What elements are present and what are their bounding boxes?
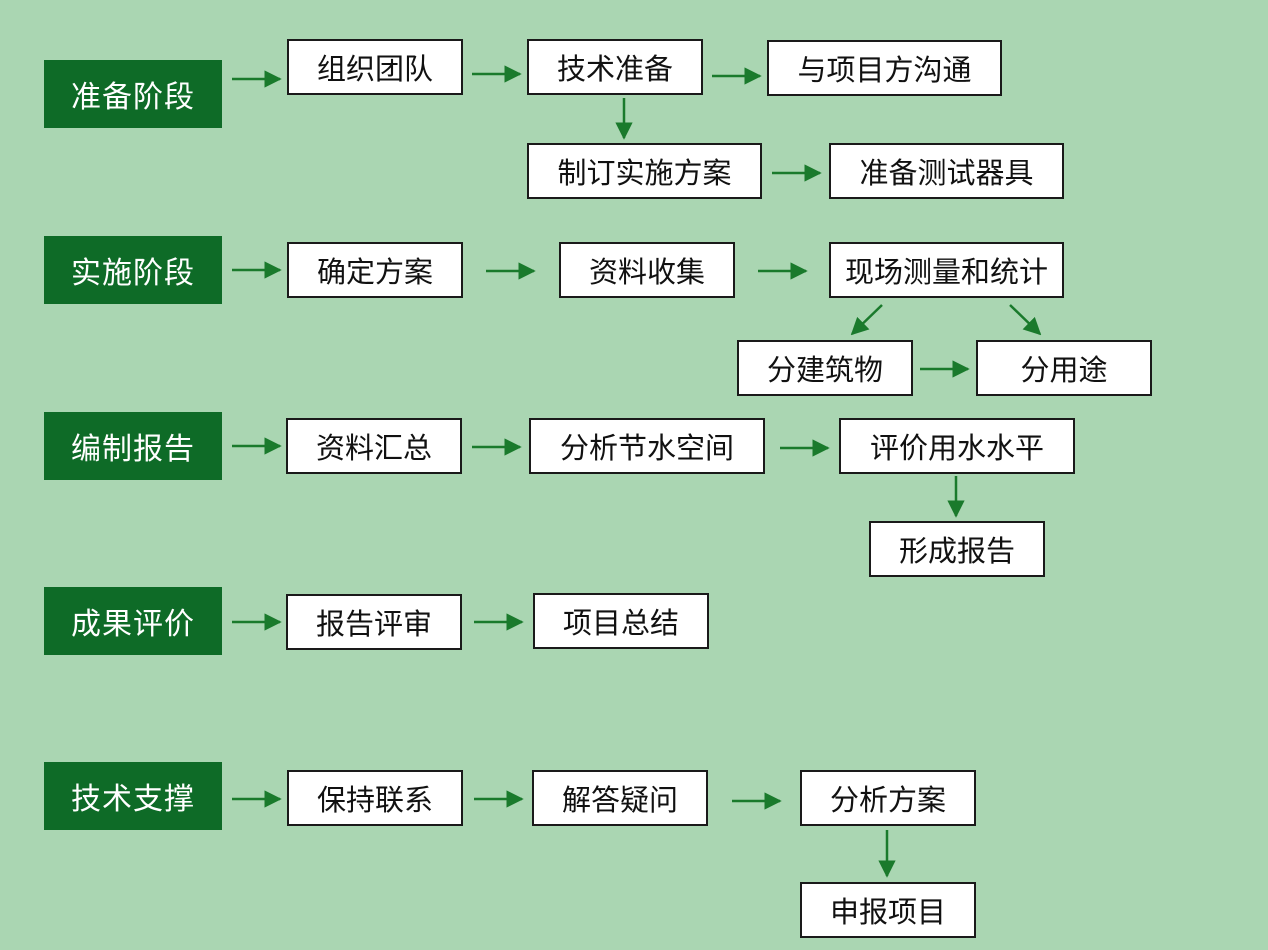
node-prep-tools: 准备测试器具 bbox=[829, 143, 1064, 199]
node-evaluate-level: 评价用水水平 bbox=[839, 418, 1075, 474]
node-make-plan: 制订实施方案 bbox=[527, 143, 762, 199]
stage-report: 编制报告 bbox=[44, 412, 222, 480]
node-org-team: 组织团队 bbox=[287, 39, 463, 95]
node-summarize-data: 资料汇总 bbox=[286, 418, 462, 474]
node-confirm-plan: 确定方案 bbox=[287, 242, 463, 298]
node-keep-contact: 保持联系 bbox=[287, 770, 463, 826]
node-form-report: 形成报告 bbox=[869, 521, 1045, 577]
node-apply-project: 申报项目 bbox=[800, 882, 976, 938]
node-tech-prep: 技术准备 bbox=[527, 39, 703, 95]
node-collect-data: 资料收集 bbox=[559, 242, 735, 298]
arrow bbox=[1009, 304, 1042, 336]
node-by-usage: 分用途 bbox=[976, 340, 1152, 396]
node-communicate: 与项目方沟通 bbox=[767, 40, 1002, 96]
node-project-summary: 项目总结 bbox=[533, 593, 709, 649]
node-by-building: 分建筑物 bbox=[737, 340, 913, 396]
stage-implement: 实施阶段 bbox=[44, 236, 222, 304]
stage-evaluate: 成果评价 bbox=[44, 587, 222, 655]
node-analyze-plan: 分析方案 bbox=[800, 770, 976, 826]
node-answer-questions: 解答疑问 bbox=[532, 770, 708, 826]
stage-prepare: 准备阶段 bbox=[44, 60, 222, 128]
node-field-measure: 现场测量和统计 bbox=[829, 242, 1064, 298]
arrow bbox=[850, 304, 883, 336]
node-report-review: 报告评审 bbox=[286, 594, 462, 650]
node-analyze-saving: 分析节水空间 bbox=[529, 418, 765, 474]
stage-support: 技术支撑 bbox=[44, 762, 222, 830]
